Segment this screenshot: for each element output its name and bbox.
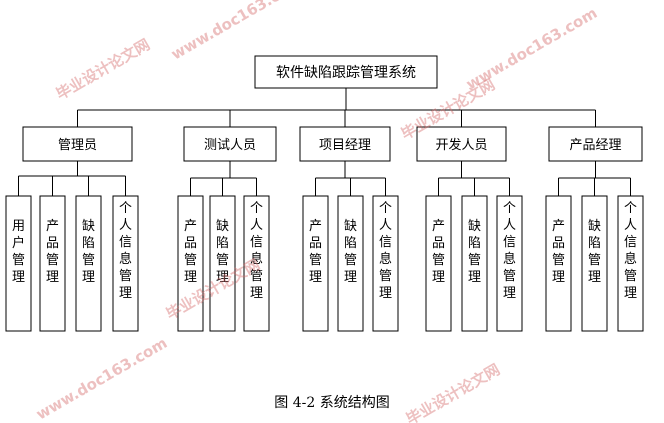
role-node-box	[548, 126, 643, 162]
role-node-label: 产品经理	[569, 138, 621, 153]
role-node-box	[22, 126, 133, 162]
function-node-box	[337, 195, 364, 332]
role-node-box	[416, 126, 507, 162]
function-node-label: 缺陷管理	[588, 219, 601, 285]
function-node-box	[372, 195, 399, 332]
function-node-box	[581, 195, 608, 332]
function-node-box	[5, 195, 32, 332]
function-node-label: 产品管理	[184, 219, 197, 285]
watermark-text: www.doc163.com	[168, 0, 305, 63]
function-node-label: 缺陷管理	[216, 219, 229, 285]
function-node-box	[177, 195, 204, 332]
function-node-box	[617, 195, 644, 332]
function-node-box	[209, 195, 236, 332]
role-node-label: 管理员	[58, 138, 97, 153]
function-node-label: 个人信息管理	[119, 201, 132, 301]
function-node-label: 产品管理	[309, 219, 322, 285]
function-node-label: 个人信息管理	[503, 201, 516, 301]
function-node-label: 缺陷管理	[344, 219, 357, 285]
function-node-label: 产品管理	[552, 219, 565, 285]
role-node-label: 项目经理	[319, 138, 371, 153]
root-node-label: 软件缺陷跟踪管理系统	[276, 65, 416, 81]
function-node-box	[75, 195, 102, 332]
function-node-label: 用户管理	[12, 219, 25, 285]
watermark-text: www.doc163.com	[463, 4, 600, 94]
role-node-label: 开发人员	[435, 137, 487, 153]
function-node-label: 产品管理	[432, 219, 445, 285]
function-node-box	[545, 195, 572, 332]
function-node-box	[461, 195, 488, 332]
function-node-label: 个人信息管理	[250, 201, 263, 301]
function-node-box	[243, 195, 270, 332]
figure-caption: 图 4-2 系统结构图	[274, 395, 390, 411]
role-node-label: 测试人员	[204, 138, 256, 153]
function-node-label: 个人信息管理	[379, 201, 392, 301]
function-node-box	[425, 195, 452, 332]
root-node-box	[254, 55, 438, 89]
function-node-box	[112, 195, 139, 332]
connector-lines	[18, 88, 631, 196]
watermark-text: 毕业设计论文网	[53, 35, 153, 103]
role-node-box	[299, 126, 391, 162]
function-node-label: 个人信息管理	[624, 201, 637, 301]
function-node-box	[302, 195, 329, 332]
function-node-label: 缺陷管理	[82, 219, 95, 285]
function-node-label: 产品管理	[46, 219, 59, 285]
role-node-box	[183, 126, 277, 162]
function-node-label: 缺陷管理	[468, 219, 481, 285]
function-node-box	[496, 195, 523, 332]
function-node-box	[39, 195, 66, 332]
